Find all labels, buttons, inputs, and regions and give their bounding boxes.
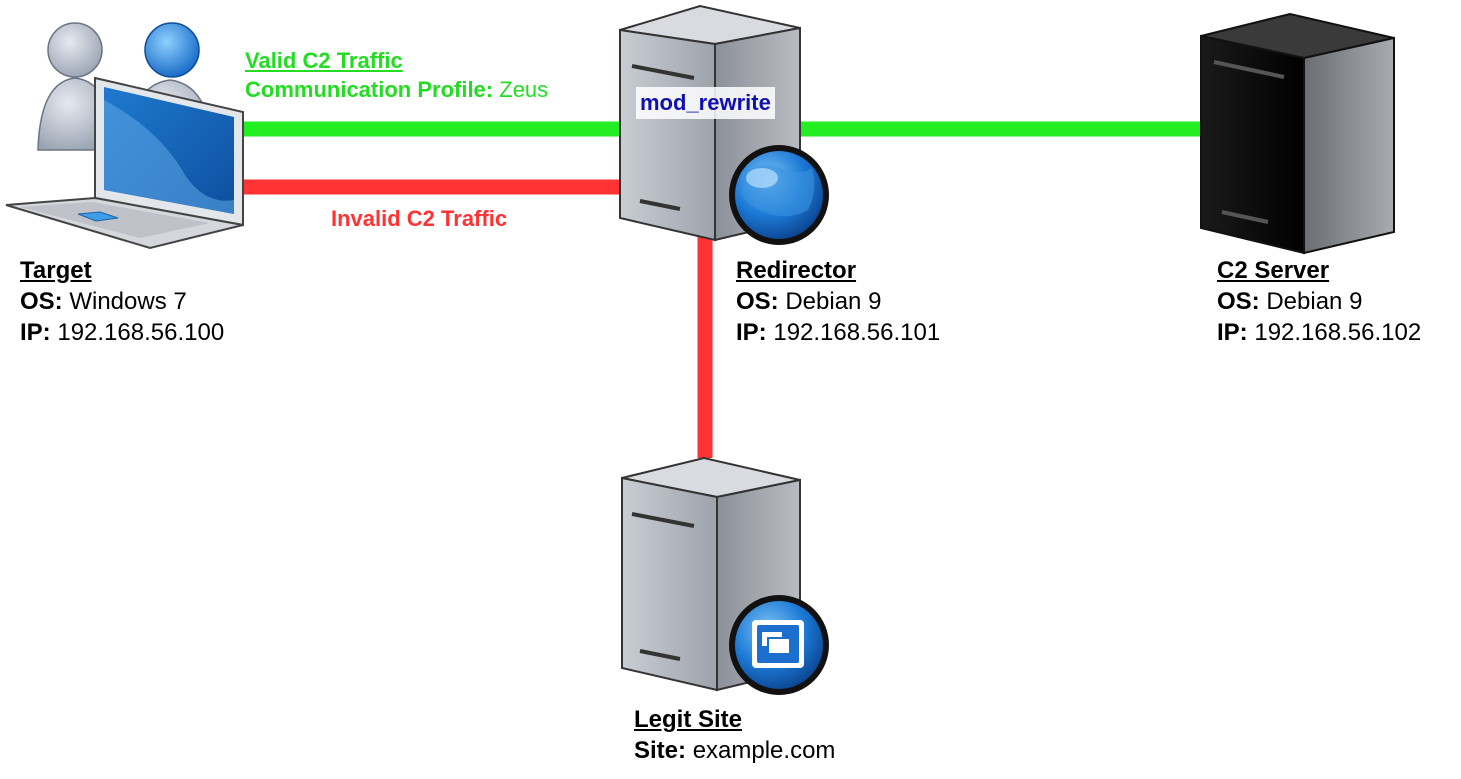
mod-rewrite-badge: mod_rewrite [636,87,775,119]
legit-site-row: Site: example.com [634,735,835,766]
target-ip-key: IP: [20,319,51,346]
c2-server-title: C2 Server [1217,257,1330,284]
laptop-with-users-icon [5,22,244,250]
redirector-title: Redirector [736,257,857,284]
redirector-label: Redirector OS: Debian 9 IP: 192.168.56.1… [736,255,940,348]
redirector-ip-key: IP: [736,319,767,346]
legit-site-label: Legit Site Site: example.com [634,704,835,766]
c2-ip-value: 192.168.56.102 [1254,319,1422,346]
web-server-screen-icon [621,456,829,695]
black-server-icon [1200,12,1395,255]
target-os-value: Windows 7 [69,288,187,315]
communication-profile-row: Communication Profile: Zeus [245,77,548,102]
redirector-ip-row: IP: 192.168.56.101 [736,317,940,348]
communication-profile-key: Communication Profile: [245,77,494,102]
legit-site-value: example.com [692,737,836,764]
target-ip-row: IP: 192.168.56.100 [20,317,224,348]
target-title: Target [20,257,92,284]
target-label: Target OS: Windows 7 IP: 192.168.56.100 [20,255,224,348]
valid-traffic-label: Valid C2 Traffic Communication Profile: … [245,46,548,104]
c2-ip-row: IP: 192.168.56.102 [1217,317,1421,348]
legit-site-key: Site: [634,737,687,764]
communication-profile-value: Zeus [499,77,549,102]
c2-os-row: OS: Debian 9 [1217,286,1421,317]
target-ip-value: 192.168.56.100 [57,319,225,346]
redirector-os-key: OS: [736,288,779,315]
target-os-row: OS: Windows 7 [20,286,224,317]
invalid-traffic-label: Invalid C2 Traffic [331,206,508,231]
valid-traffic-title: Valid C2 Traffic [245,48,403,73]
c2-server-label: C2 Server OS: Debian 9 IP: 192.168.56.10… [1217,255,1421,348]
legit-site-title: Legit Site [634,706,743,733]
c2-os-value: Debian 9 [1266,288,1363,315]
redirector-os-value: Debian 9 [785,288,882,315]
web-server-globe-icon [619,4,829,245]
c2-ip-key: IP: [1217,319,1248,346]
redirector-os-row: OS: Debian 9 [736,286,940,317]
redirector-ip-value: 192.168.56.101 [773,319,941,346]
target-os-key: OS: [20,288,63,315]
c2-os-key: OS: [1217,288,1260,315]
